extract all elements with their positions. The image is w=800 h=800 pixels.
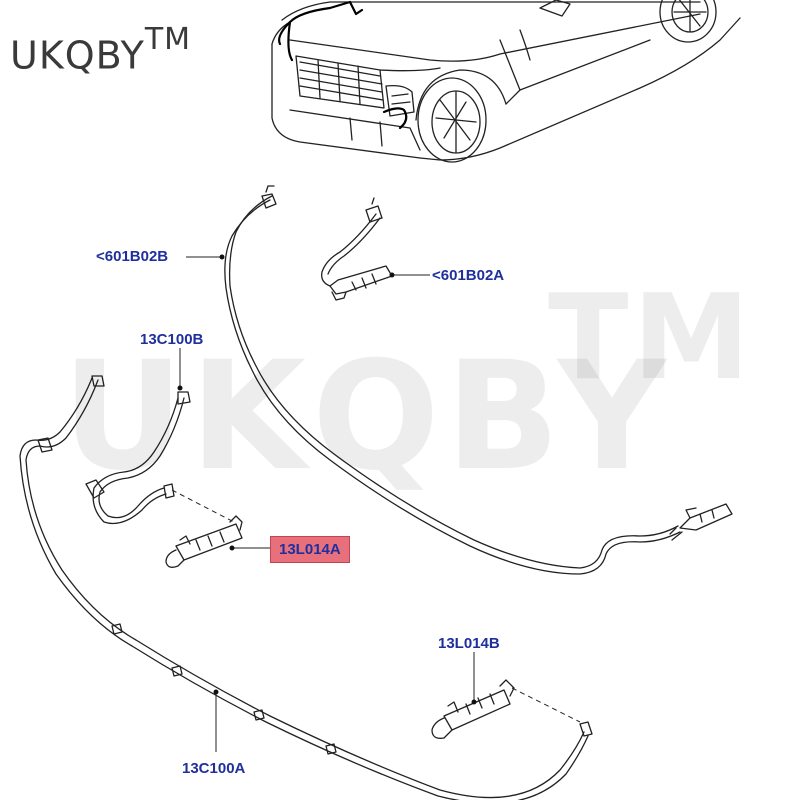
watermark-tm: TM <box>548 268 754 406</box>
callout-13C100A[interactable]: 13C100A <box>182 760 246 777</box>
dashed-connector-a <box>171 489 235 523</box>
jet-assembly-601B02A <box>321 197 393 301</box>
vehicle-harness <box>278 0 408 130</box>
jet-assembly-13L014A <box>165 515 243 568</box>
callout-13C100B[interactable]: 13C100B <box>140 331 204 348</box>
jet-right <box>669 503 733 541</box>
leader-dot-13L014B <box>471 699 477 705</box>
brand-text: UKQBY <box>10 33 145 78</box>
leader-dot-13C100A <box>213 689 219 695</box>
watermark-text: UKQBY <box>62 330 673 504</box>
leader-dot-601B02A <box>389 272 395 278</box>
hose-601B02B <box>224 185 681 575</box>
brand-tm: TM <box>144 22 192 57</box>
callout-601B02B[interactable]: <601B02B <box>96 248 169 265</box>
brand-logo: UKQBYTM <box>10 22 191 78</box>
callout-13L014B[interactable]: 13L014B <box>438 635 500 652</box>
leader-dot-13C100B <box>177 385 183 391</box>
dashed-connector-b <box>511 687 581 723</box>
leader-dot-601B02B <box>219 254 225 260</box>
callout-601B02A[interactable]: <601B02A <box>432 267 505 284</box>
leader-dot-13L014A <box>229 545 235 551</box>
vehicle-illustration <box>271 0 741 163</box>
hose-13C100A <box>19 375 593 800</box>
callout-13L014A[interactable]: 13L014A <box>270 536 350 563</box>
hose-13C100B <box>85 391 191 525</box>
jet-assembly-13L014B <box>431 679 515 739</box>
